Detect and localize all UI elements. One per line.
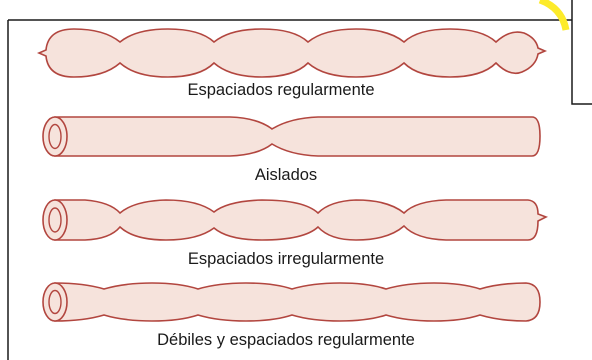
tube-regular (36, 28, 548, 78)
tube-weak (42, 282, 541, 322)
overlay-box-border (571, 0, 592, 105)
caption-isolated: Aislados (254, 166, 318, 184)
tube-irregular (42, 199, 548, 241)
tube-isolated (42, 116, 541, 157)
caption-weak: Débiles y espaciados regularmente (157, 331, 415, 349)
caption-irregular: Espaciados irregularmente (187, 250, 385, 268)
overlay-box-mask (572, 0, 592, 104)
yellow-highlight-mark (538, 0, 570, 31)
caption-regular: Espaciados regularmente (187, 81, 375, 99)
